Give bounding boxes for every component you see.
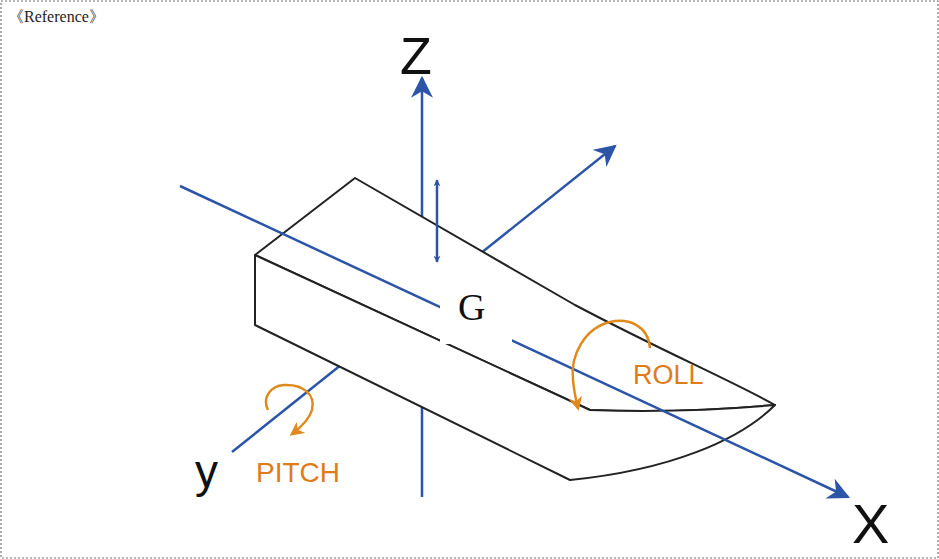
pitch-arrow <box>266 385 313 434</box>
reference-note: 《Reference》 <box>8 9 105 25</box>
center-of-gravity-label: G <box>458 288 485 326</box>
axis-label: y <box>195 448 218 494</box>
x-axis <box>180 186 848 497</box>
heave-arrow <box>436 180 439 262</box>
label-patch <box>440 272 512 344</box>
axis-label: X <box>852 496 889 552</box>
motion-label: PITCH <box>256 459 340 487</box>
ship-hull <box>255 178 775 480</box>
axis-label: Z <box>400 30 432 82</box>
motion-label: ROLL <box>633 362 704 389</box>
